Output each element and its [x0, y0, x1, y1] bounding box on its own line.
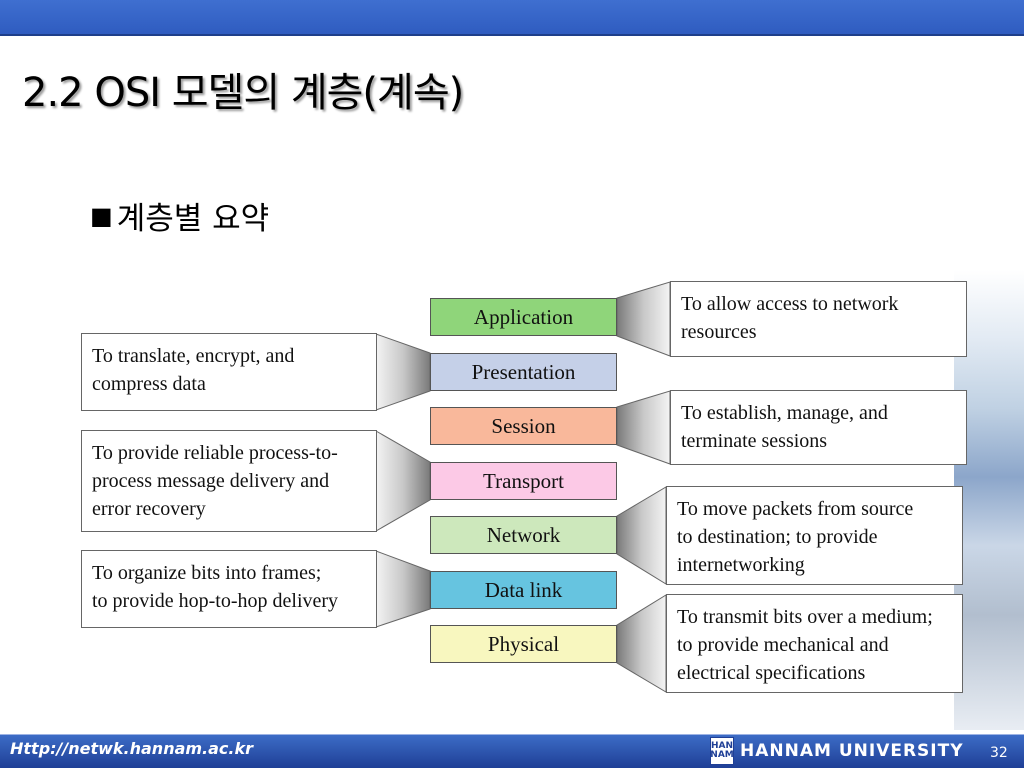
top-bar — [0, 0, 1024, 36]
funnel-network — [616, 486, 667, 585]
desc-network: To move packets from source to destinati… — [666, 486, 963, 585]
layer-application-label: Application — [473, 304, 574, 329]
funnel-application — [616, 281, 671, 357]
footer-university: HANNAM UNIVERSITY — [740, 741, 964, 761]
layer-presentation: Presentation — [430, 353, 617, 391]
funnel-transport — [375, 430, 431, 532]
slide-title: 2.2 OSI 모델의 계층(계속) — [22, 70, 464, 116]
funnel-presentation — [375, 333, 431, 411]
bullet-square-icon: ■ — [90, 201, 113, 230]
layer-physical: Physical — [430, 625, 617, 663]
layer-session-label: Session — [491, 413, 556, 438]
layer-physical-label: Physical — [487, 631, 560, 656]
funnel-physical — [616, 594, 667, 693]
layer-presentation-label: Presentation — [471, 359, 576, 384]
desc-session: To establish, manage, and terminate sess… — [670, 390, 967, 465]
layer-network-label: Network — [486, 522, 561, 547]
layer-transport: Transport — [430, 462, 617, 500]
page-number: 32 — [990, 745, 1008, 761]
funnel-session — [616, 390, 671, 465]
layer-application: Application — [430, 298, 617, 336]
desc-data-link: To organize bits into frames; to provide… — [81, 550, 377, 628]
desc-transport: To provide reliable process-to- process … — [81, 430, 377, 532]
layer-transport-label: Transport — [483, 468, 564, 493]
bullet-item: ■ 계층별 요약 — [90, 193, 269, 238]
desc-presentation: To translate, encrypt, and compress data — [81, 333, 377, 411]
funnel-data-link — [375, 550, 431, 628]
layer-data-link: Data link — [430, 571, 617, 609]
layer-network: Network — [430, 516, 617, 554]
desc-application: To allow access to network resources — [670, 281, 967, 357]
desc-physical: To transmit bits over a medium; to provi… — [666, 594, 963, 693]
layer-session: Session — [430, 407, 617, 445]
bottom-bar — [0, 734, 1024, 768]
bullet-text: 계층별 요약 — [116, 201, 270, 237]
footer-url[interactable]: Http://netwk.hannam.ac.kr — [10, 739, 254, 758]
layer-data-link-label: Data link — [484, 577, 563, 602]
university-logo-icon: HAN NAM — [710, 737, 734, 765]
